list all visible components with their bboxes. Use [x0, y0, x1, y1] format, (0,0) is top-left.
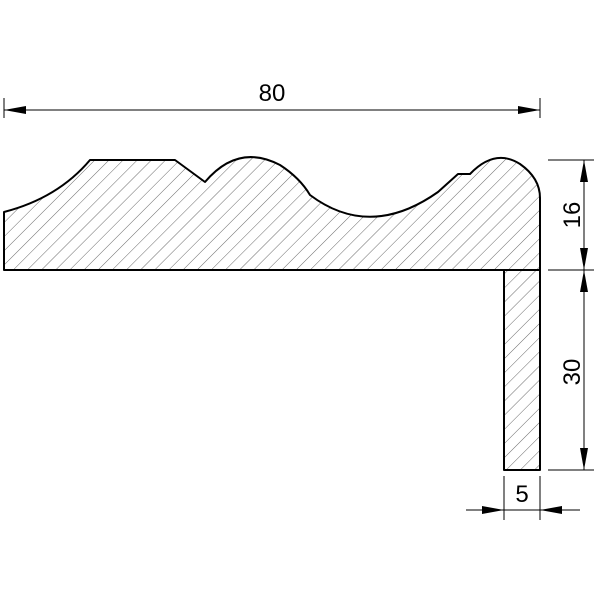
profile-height-arrow-bottom — [580, 248, 588, 270]
moulding-profile — [3, 156, 541, 271]
leg-thickness-dimension-label: 5 — [515, 481, 528, 508]
width-arrow-left — [4, 106, 26, 114]
profile-height-arrow-top — [580, 160, 588, 182]
width-dimension: 80 — [3, 80, 541, 118]
leg-height-arrow-top — [580, 270, 588, 292]
width-dimension-label: 80 — [259, 80, 286, 107]
leg-thickness-arrow-left — [482, 506, 504, 514]
width-arrow-right — [518, 106, 540, 114]
leg-height-arrow-bottom — [580, 448, 588, 470]
profile-height-dimension: 16 — [548, 159, 594, 271]
leg-height-dimension-label: 30 — [559, 359, 586, 386]
leg-profile — [503, 269, 541, 471]
leg-thickness-arrow-right — [540, 506, 562, 514]
profile-height-dimension-label: 16 — [559, 202, 586, 229]
leg-thickness-dimension: 5 — [466, 476, 580, 520]
leg-height-dimension: 30 — [548, 270, 594, 471]
